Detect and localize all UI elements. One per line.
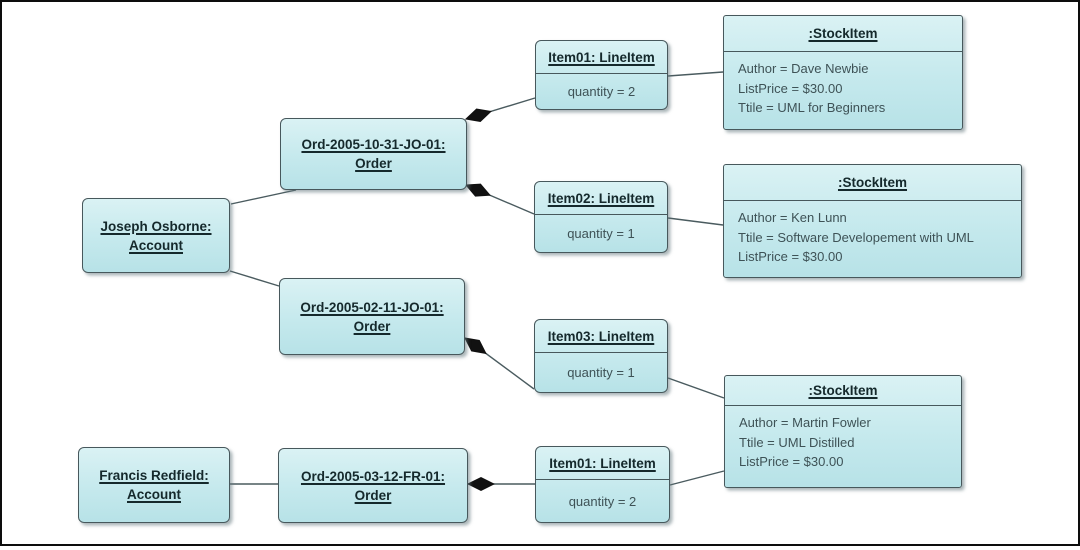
attribute-listprice: ListPrice = $30.00 xyxy=(739,454,844,469)
attribute-compartment: Author = Martin Fowler Ttile = UML Disti… xyxy=(725,406,961,472)
attribute-author: Author = Dave Newbie xyxy=(738,61,869,76)
attribute-title: Ttile = UML for Beginners xyxy=(738,100,886,115)
edge-item01-stock1 xyxy=(667,71,724,77)
object-node-stockitem-software-development: :StockItem Author = Ken Lunn Ttile = Sof… xyxy=(723,164,1022,278)
attribute-author: Author = Martin Fowler xyxy=(739,415,871,430)
attribute-listprice: ListPrice = $30.00 xyxy=(738,249,843,264)
edge-accountjo-order1 xyxy=(230,189,297,205)
attribute-title: Ttile = UML Distilled xyxy=(739,434,855,450)
attribute-title: Ttile = Software Developement with UML xyxy=(738,229,974,245)
object-name-compartment: :StockItem xyxy=(724,165,1021,201)
object-node-lineitem-item02-jo: Item02: LineItem quantity = 1 xyxy=(534,181,668,253)
object-node-order-2005-02-11: Ord-2005-02-11-JO-01: Order xyxy=(279,278,465,355)
edge-item03-stock3 xyxy=(667,377,725,399)
edge-item02-stock2 xyxy=(667,217,724,226)
edge-order1-item02 xyxy=(466,185,535,215)
object-node-lineitem-item01-jo: Item01: LineItem quantity = 2 xyxy=(535,40,668,110)
attribute-quantity: quantity = 1 xyxy=(567,226,635,241)
object-node-account-joseph-osborne: Joseph Osborne: Account xyxy=(82,198,230,273)
edge-item01b-stock3 xyxy=(669,470,725,486)
attribute-compartment: Author = Dave Newbie ListPrice = $30.00 … xyxy=(724,52,962,118)
object-name-compartment: Item02: LineItem xyxy=(535,182,667,215)
attribute-compartment: Author = Ken Lunn Ttile = Software Devel… xyxy=(724,201,1021,267)
object-name: Ord-2005-10-31-JO-01: Order xyxy=(301,137,446,171)
object-name: Francis Redfield: Account xyxy=(99,468,209,502)
edge-order2-item03 xyxy=(465,338,535,390)
object-name-compartment: :StockItem xyxy=(725,376,961,406)
attribute-quantity: quantity = 2 xyxy=(568,493,637,509)
object-name: Joseph Osborne: Account xyxy=(100,218,212,253)
object-name-compartment: Item03: LineItem xyxy=(535,320,667,353)
object-name-compartment: Item01: LineItem xyxy=(536,447,669,480)
object-node-order-2005-10-31: Ord-2005-10-31-JO-01: Order xyxy=(280,118,467,190)
attribute-author: Author = Ken Lunn xyxy=(738,210,847,225)
object-node-lineitem-item03-jo: Item03: LineItem quantity = 1 xyxy=(534,319,668,393)
object-node-stockitem-uml-distilled: :StockItem Author = Martin Fowler Ttile … xyxy=(724,375,962,488)
attribute-quantity: quantity = 2 xyxy=(567,84,636,99)
object-node-stockitem-uml-for-beginners: :StockItem Author = Dave Newbie ListPric… xyxy=(723,15,963,130)
object-name-compartment: Item01: LineItem xyxy=(536,41,667,74)
object-node-account-francis-redfield: Francis Redfield: Account xyxy=(78,447,230,523)
object-name-compartment: :StockItem xyxy=(724,16,962,52)
object-node-order-2005-03-12: Ord-2005-03-12-FR-01: Order xyxy=(278,448,468,523)
object-name: Ord-2005-03-12-FR-01: Order xyxy=(300,468,446,503)
edge-accountjo-order2 xyxy=(229,270,280,287)
edge-order1-item01 xyxy=(466,97,536,119)
attribute-listprice: ListPrice = $30.00 xyxy=(738,80,843,96)
object-node-lineitem-item01-fr: Item01: LineItem quantity = 2 xyxy=(535,446,670,523)
object-name: Ord-2005-02-11-JO-01: Order xyxy=(300,299,444,334)
attribute-quantity: quantity = 1 xyxy=(567,365,635,380)
